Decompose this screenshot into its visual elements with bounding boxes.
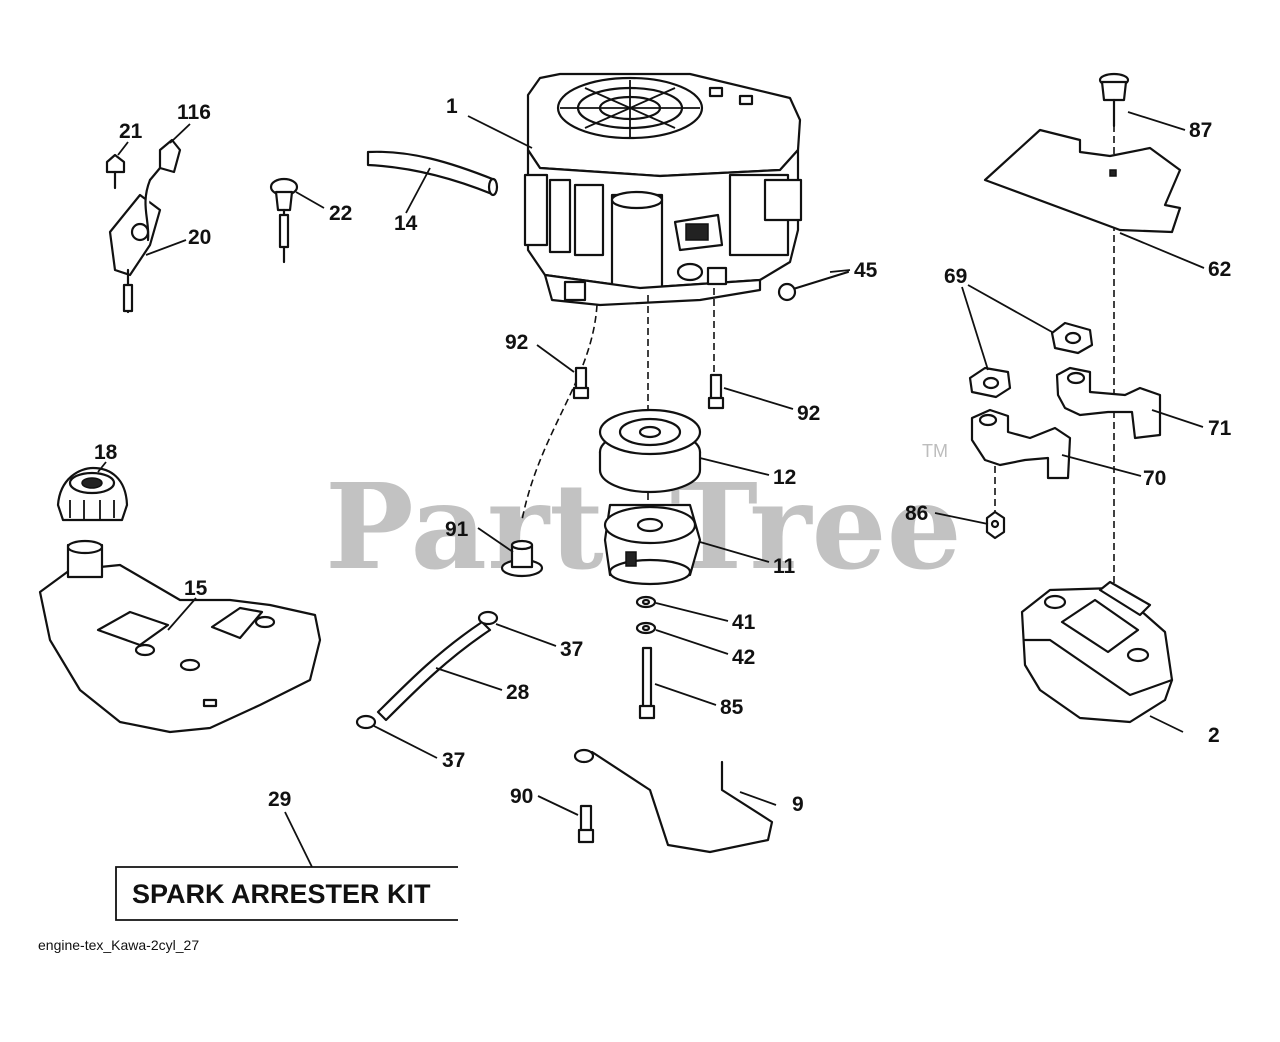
- leader-11: [699, 541, 770, 563]
- diagram-file-label: engine-tex_Kawa-2cyl_27: [38, 937, 199, 953]
- leader-37-lower: [373, 725, 438, 759]
- leader-29: [284, 811, 313, 868]
- callout-1[interactable]: 1: [446, 95, 458, 118]
- knob-116-part[interactable]: [148, 138, 182, 182]
- alignment-line-bolt-left: [521, 304, 598, 521]
- callout-28[interactable]: 28: [506, 681, 530, 704]
- leader-45: [829, 269, 851, 273]
- leader-85: [654, 683, 717, 706]
- callout-70[interactable]: 70: [1143, 467, 1166, 490]
- bolt-21-part[interactable]: [105, 153, 126, 190]
- clutch-11-part[interactable]: [603, 503, 702, 586]
- exhaust-pipe-71-part[interactable]: [1055, 366, 1162, 440]
- leader-22: [295, 191, 325, 209]
- pulley-12-part[interactable]: [598, 408, 702, 494]
- leader-42: [655, 629, 729, 655]
- nut-86-part[interactable]: [985, 510, 1006, 540]
- callout-90[interactable]: 90: [510, 785, 533, 808]
- knob-87-part[interactable]: [1098, 72, 1130, 128]
- bolt-92-right-part[interactable]: [707, 373, 725, 410]
- callout-71[interactable]: 71: [1208, 417, 1232, 440]
- fuel-tank-15-part[interactable]: [38, 539, 322, 734]
- callout-62[interactable]: 62: [1208, 258, 1231, 281]
- bushing-91-part[interactable]: [500, 539, 544, 578]
- callout-18[interactable]: 18: [94, 441, 118, 464]
- leader-37-upper: [495, 623, 557, 647]
- leader-20: [145, 239, 187, 256]
- leader-12: [699, 457, 770, 476]
- leader-71: [1151, 409, 1204, 428]
- bolt-90-part[interactable]: [577, 804, 595, 844]
- callout-21[interactable]: 21: [119, 120, 143, 143]
- spark-arrester-kit-box[interactable]: SPARK ARRESTER KIT: [115, 866, 458, 921]
- leader-9: [739, 791, 777, 806]
- leader-116: [169, 123, 191, 144]
- callout-85[interactable]: 85: [720, 696, 744, 719]
- knob-22-part[interactable]: [269, 177, 299, 264]
- leader-62: [1119, 232, 1205, 269]
- callout-20[interactable]: 20: [188, 226, 211, 249]
- leader-69-lower: [961, 286, 989, 371]
- gasket-69-upper-part[interactable]: [1050, 321, 1094, 355]
- fuel-cap-18-part[interactable]: [56, 466, 129, 522]
- callout-37-lower[interactable]: 37: [442, 749, 465, 772]
- callout-92-right[interactable]: 92: [797, 402, 820, 425]
- callout-69[interactable]: 69: [944, 265, 967, 288]
- leader-28: [435, 667, 503, 691]
- throttle-bracket-20-part[interactable]: [108, 178, 162, 314]
- leader-91: [477, 527, 514, 553]
- leader-21: [117, 141, 129, 156]
- callout-87[interactable]: 87: [1189, 119, 1212, 142]
- leader-70: [1061, 454, 1142, 477]
- washer-41-part[interactable]: [635, 595, 657, 609]
- callout-14[interactable]: 14: [394, 212, 418, 235]
- gasket-69-lower-part[interactable]: [968, 366, 1012, 399]
- leader-92-left: [536, 344, 575, 373]
- clamp-37-lower-part[interactable]: [355, 714, 377, 730]
- callout-42[interactable]: 42: [732, 646, 755, 669]
- callout-37-upper[interactable]: 37: [560, 638, 583, 661]
- leader-18: [97, 461, 107, 473]
- leader-2: [1149, 715, 1184, 733]
- callout-11[interactable]: 11: [773, 555, 796, 578]
- callout-92-left[interactable]: 92: [505, 331, 528, 354]
- bolt-85-part[interactable]: [638, 646, 656, 720]
- callout-2[interactable]: 2: [1208, 724, 1220, 747]
- callout-116[interactable]: 116: [177, 101, 211, 124]
- leader-86: [934, 512, 989, 525]
- hose-14-part[interactable]: [366, 150, 497, 196]
- leader-15: [167, 597, 197, 631]
- washer-42-part[interactable]: [635, 621, 657, 635]
- callout-45[interactable]: 45: [854, 259, 878, 282]
- callout-41[interactable]: 41: [732, 611, 756, 634]
- engine-part[interactable]: [523, 72, 803, 307]
- leader-1: [467, 115, 533, 149]
- bolt-92-left-part[interactable]: [572, 366, 590, 400]
- spark-arrester-kit-label: SPARK ARRESTER KIT: [132, 879, 431, 909]
- leader-41: [655, 602, 729, 622]
- leader-69-upper: [967, 284, 1053, 333]
- callout-15[interactable]: 15: [184, 577, 208, 600]
- watermark-trademark: TM: [922, 441, 948, 461]
- bolt-45-part[interactable]: [777, 270, 850, 302]
- leader-90: [537, 795, 579, 816]
- fuel-line-28-part[interactable]: [376, 620, 492, 722]
- leader-92-right: [723, 387, 794, 410]
- leader-87: [1127, 111, 1186, 131]
- clamp-37-upper-part[interactable]: [477, 610, 499, 626]
- callout-22[interactable]: 22: [329, 202, 352, 225]
- callout-29[interactable]: 29: [268, 788, 291, 811]
- muffler-2-part[interactable]: [1020, 580, 1174, 724]
- exhaust-pipe-70-part[interactable]: [970, 408, 1072, 480]
- callout-91[interactable]: 91: [445, 518, 469, 541]
- callout-12[interactable]: 12: [773, 466, 796, 489]
- leader-14: [405, 167, 431, 214]
- heat-shield-62-part[interactable]: [983, 128, 1182, 234]
- callout-9[interactable]: 9: [792, 793, 804, 816]
- rod-9-part[interactable]: [573, 748, 774, 854]
- callout-86[interactable]: 86: [905, 502, 928, 525]
